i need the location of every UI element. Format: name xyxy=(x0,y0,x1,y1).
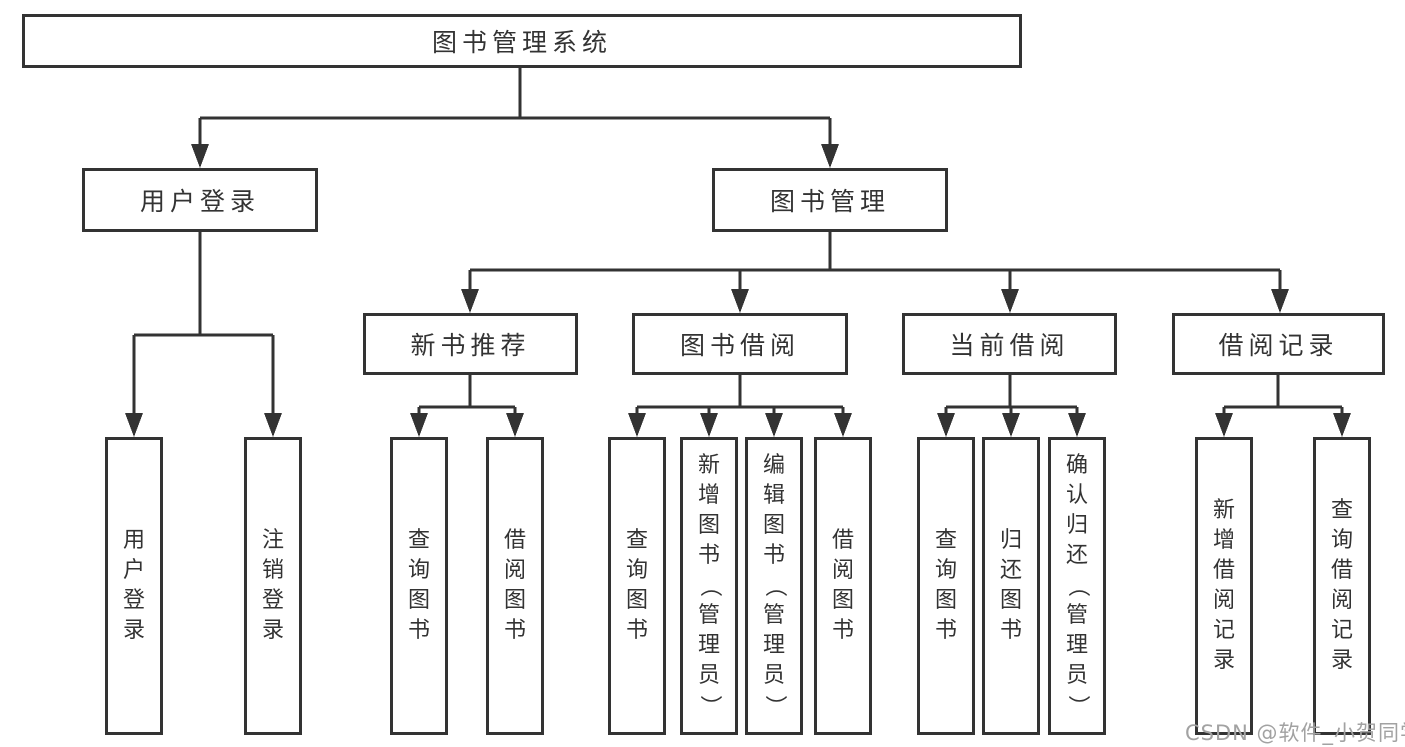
leaf-edit-books-admin: 编辑图书（管理员） xyxy=(745,437,803,735)
leaf-query-borrow-record: 查询借阅记录 xyxy=(1313,437,1371,735)
edges-new-book-recommend-to-leaves xyxy=(410,375,524,437)
leaf-query-books-current: 查询图书 xyxy=(917,437,975,735)
edges-user-login-to-leaves xyxy=(125,232,282,437)
edges-book-borrow-to-leaves xyxy=(628,375,852,437)
edges-root-to-level2 xyxy=(191,68,839,168)
leaf-borrow-books-recommend: 借阅图书 xyxy=(486,437,544,735)
leaf-add-books-admin: 新增图书（管理员） xyxy=(680,437,738,735)
leaf-user-login: 用户登录 xyxy=(105,437,163,735)
node-book-borrow: 图书借阅 xyxy=(632,313,848,375)
leaf-borrow-books: 借阅图书 xyxy=(814,437,872,735)
leaf-query-books-recommend: 查询图书 xyxy=(390,437,448,735)
node-book-management-branch: 图书管理 xyxy=(712,168,948,232)
node-new-book-recommend: 新书推荐 xyxy=(363,313,578,375)
leaf-query-books-borrow: 查询图书 xyxy=(608,437,666,735)
leaf-return-books: 归还图书 xyxy=(982,437,1040,735)
node-current-borrow: 当前借阅 xyxy=(902,313,1117,375)
edges-book-management-to-level3 xyxy=(461,232,1289,313)
leaf-add-borrow-record: 新增借阅记录 xyxy=(1195,437,1253,735)
edges-borrow-records-to-leaves xyxy=(1215,375,1351,437)
node-borrow-records: 借阅记录 xyxy=(1172,313,1385,375)
edges-current-borrow-to-leaves xyxy=(937,375,1086,437)
leaf-confirm-return-admin: 确认归还（管理员） xyxy=(1048,437,1106,735)
node-root-library-system: 图书管理系统 xyxy=(22,14,1022,68)
node-user-login-branch: 用户登录 xyxy=(82,168,318,232)
leaf-logout: 注销登录 xyxy=(244,437,302,735)
watermark-csdn: CSDN @软件_小贺同学 xyxy=(1185,721,1405,745)
